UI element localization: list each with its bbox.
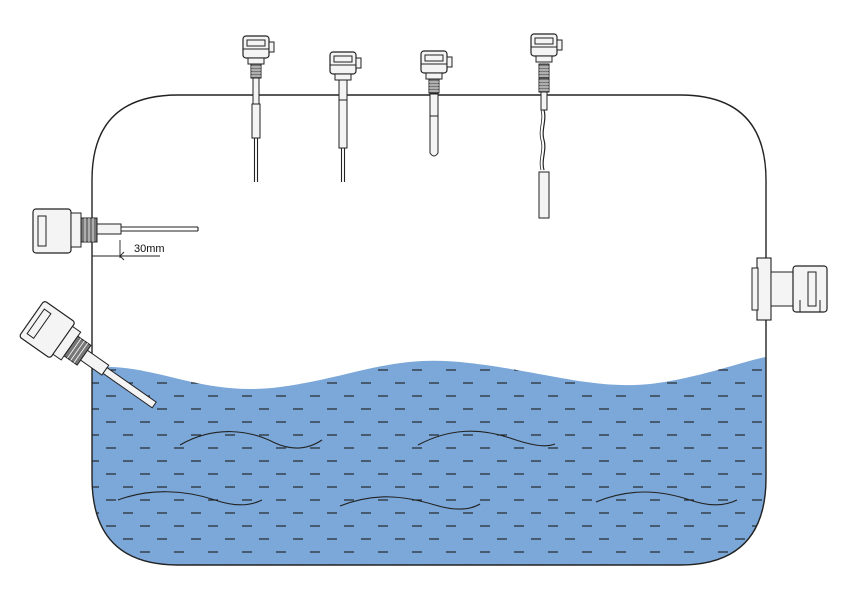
tank-outline: [91, 94, 767, 566]
top-sensor-fork-long: [242, 35, 275, 182]
top-sensor-cable: [530, 33, 563, 219]
top-sensor-rod: [420, 50, 453, 157]
top-sensor-fork-short: [329, 51, 362, 182]
side-sensor-flanged: [751, 257, 828, 321]
liquid-body: [92, 356, 766, 565]
side-sensor-angled: [19, 301, 157, 409]
dimension-label: 30mm: [134, 243, 165, 255]
dimension-30mm: 30mm: [92, 240, 165, 261]
liquid-waves: [117, 430, 738, 510]
side-sensor-horizontal: [32, 208, 199, 254]
